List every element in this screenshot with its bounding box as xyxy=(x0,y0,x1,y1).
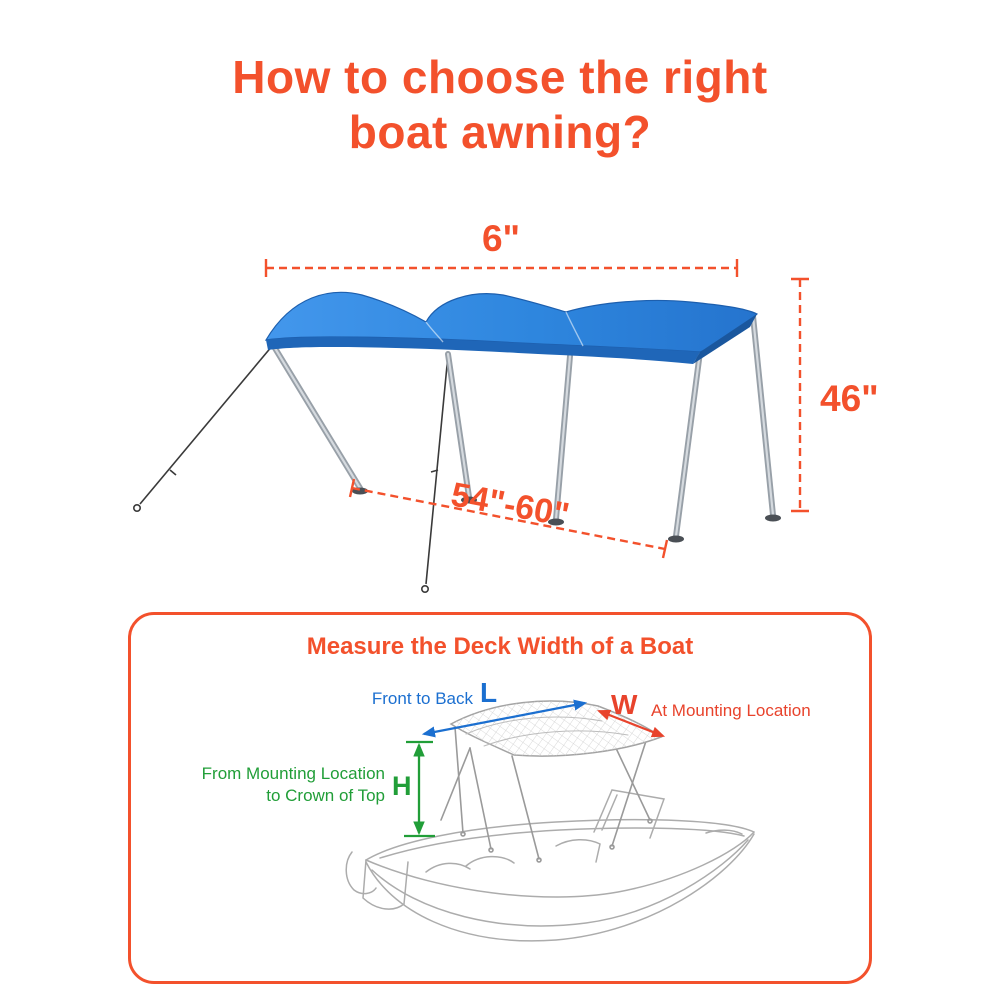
length-arrow xyxy=(421,699,588,738)
page-title: How to choose the right boat awning? xyxy=(0,50,1000,160)
boat-hull xyxy=(345,818,755,942)
width-letter: W xyxy=(611,689,638,720)
dimension-height-label: 46" xyxy=(820,378,879,419)
front-to-back-label: Front to Back xyxy=(371,689,473,708)
measurement-arrows xyxy=(404,699,666,838)
dimension-ticks xyxy=(264,259,809,559)
canopy-valance xyxy=(266,337,700,364)
page-title-line2: boat awning? xyxy=(348,106,652,159)
dimension-lines xyxy=(264,259,809,559)
dimension-top-width-label: 6" xyxy=(481,218,521,259)
canopy-side-valance xyxy=(693,314,757,364)
at-mounting-location-label: At Mounting Location xyxy=(651,701,811,720)
bimini-straps xyxy=(133,332,449,593)
measure-box-title: Measure the Deck Width of a Boat xyxy=(306,633,694,660)
page-title-line1: How to choose the right xyxy=(232,51,768,103)
dimension-line-length xyxy=(351,486,666,551)
width-arrow xyxy=(596,709,666,738)
measure-instructions-box: Measure the Deck Width of a Boat Front t… xyxy=(128,612,872,984)
length-letter: L xyxy=(480,677,498,708)
from-mounting-location-line1: From Mounting Location xyxy=(201,764,385,783)
canopy-seams xyxy=(425,311,584,347)
height-letter: H xyxy=(392,771,412,801)
from-mounting-location-line2: to Crown of Top xyxy=(266,786,385,806)
bimini-frame-poles xyxy=(267,313,776,539)
from-mounting-location-label: From Mounting Location to Crown of Top xyxy=(145,763,385,807)
height-arrow xyxy=(404,740,435,838)
bimini-top-illustration xyxy=(133,291,781,593)
